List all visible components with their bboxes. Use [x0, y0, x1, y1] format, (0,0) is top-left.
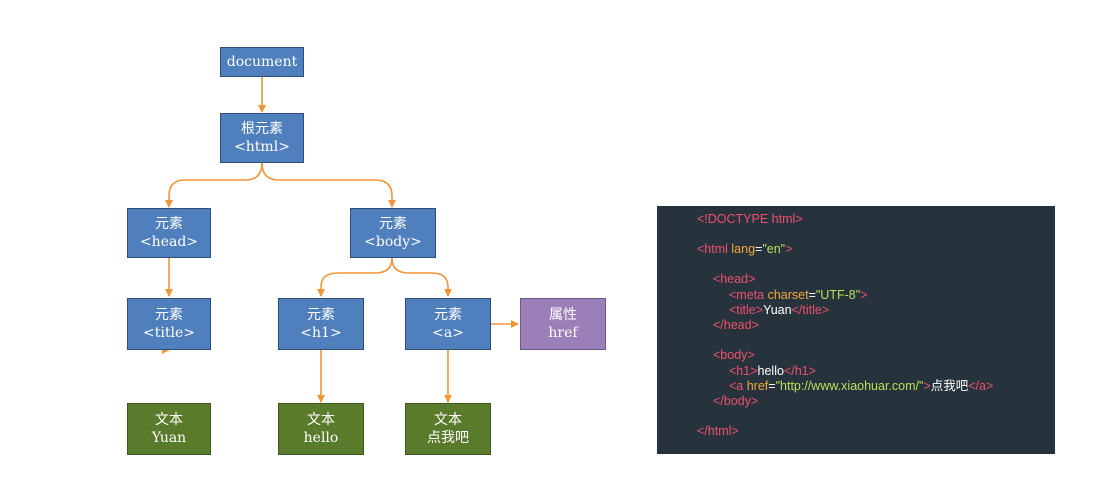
node-h1-title: 元素	[307, 307, 335, 323]
node-text-hello-title: 文本	[307, 412, 335, 428]
node-document-label: document	[226, 54, 298, 70]
code-token: <h1>	[729, 364, 758, 378]
node-a-title: 元素	[434, 307, 462, 323]
edge-body-h1	[317, 257, 393, 297]
code-token: "UTF-8"	[815, 288, 861, 302]
node-head: 元素 <head>	[127, 208, 211, 258]
code-token: "en"	[762, 242, 786, 256]
node-href-title: 属性	[549, 307, 577, 323]
node-html-title: 根元素	[241, 121, 283, 137]
node-title: 元素 <title>	[127, 298, 211, 350]
edge-body-a	[391, 257, 452, 297]
code-line: <meta charset="UTF-8">	[729, 288, 867, 303]
code-line: <h1>hello</h1>	[729, 364, 816, 379]
node-head-tag: <head>	[139, 234, 199, 250]
code-token: <a	[729, 379, 747, 393]
html-code-panel: <!DOCTYPE html> <html lang="en"> <head> …	[657, 206, 1055, 454]
node-body: 元素 <body>	[350, 208, 436, 258]
node-text-yuan-title: 文本	[155, 412, 183, 428]
node-document: document	[220, 47, 304, 77]
code-token: >	[785, 242, 793, 256]
code-line: </body>	[713, 394, 758, 409]
code-token: =	[768, 379, 776, 393]
code-line: </html>	[697, 424, 739, 439]
code-token: </body>	[713, 394, 759, 408]
code-token: hello	[757, 364, 784, 378]
node-body-title: 元素	[379, 216, 407, 232]
node-a-tag: <a>	[432, 325, 464, 341]
node-h1: 元素 <h1>	[278, 298, 364, 350]
node-text-click-value: 点我吧	[427, 430, 469, 446]
code-line: <title>Yuan</title>	[729, 303, 829, 318]
code-line: <body>	[713, 348, 755, 363]
code-token: </h1>	[783, 364, 816, 378]
code-token: "http://www.xiaohuar.com/"	[775, 379, 924, 393]
code-token: <head>	[713, 272, 756, 286]
node-html: 根元素 <html>	[220, 113, 304, 163]
node-html-tag: <html>	[234, 139, 290, 155]
code-line: <!DOCTYPE html>	[697, 212, 803, 227]
code-token: =	[755, 242, 763, 256]
node-text-click-title: 文本	[434, 412, 462, 428]
code-token: charset	[767, 288, 809, 302]
code-token: 点我吧	[930, 379, 969, 393]
code-token: lang	[731, 242, 756, 256]
code-token: </html>	[697, 424, 739, 438]
code-line: </head>	[713, 318, 759, 333]
code-token: >	[923, 379, 931, 393]
node-text-hello: 文本 hello	[278, 403, 364, 455]
code-token: </title>	[791, 303, 830, 317]
node-text-hello-value: hello	[303, 430, 339, 446]
code-token: <!DOCTYPE html>	[697, 212, 803, 226]
node-text-yuan: 文本 Yuan	[127, 403, 211, 455]
code-token: >	[860, 288, 868, 302]
code-token: =	[808, 288, 816, 302]
code-token: <meta	[729, 288, 768, 302]
node-h1-tag: <h1>	[300, 325, 342, 341]
code-token: Yuan	[763, 303, 792, 317]
node-text-click: 文本 点我吧	[405, 403, 491, 455]
node-title-tag: <title>	[143, 325, 195, 341]
node-body-tag: <body>	[364, 234, 422, 250]
code-line: <html lang="en">	[697, 242, 792, 257]
node-a: 元素 <a>	[405, 298, 491, 350]
edge-html-body	[261, 162, 396, 208]
code-line: <a href="http://www.xiaohuar.com/">点我吧</…	[729, 379, 993, 394]
code-token: </head>	[713, 318, 759, 332]
code-token: href	[746, 379, 769, 393]
node-href: 属性 href	[520, 298, 606, 350]
node-head-title: 元素	[155, 216, 183, 232]
code-token: <body>	[713, 348, 755, 362]
node-text-yuan-value: Yuan	[151, 430, 187, 446]
node-href-tag: href	[548, 325, 578, 341]
node-title-title: 元素	[155, 307, 183, 323]
code-token: <html	[697, 242, 732, 256]
code-token: </a>	[968, 379, 994, 393]
code-line: <head>	[713, 272, 755, 287]
code-token: <title>	[729, 303, 764, 317]
edge-html-head	[165, 162, 263, 208]
